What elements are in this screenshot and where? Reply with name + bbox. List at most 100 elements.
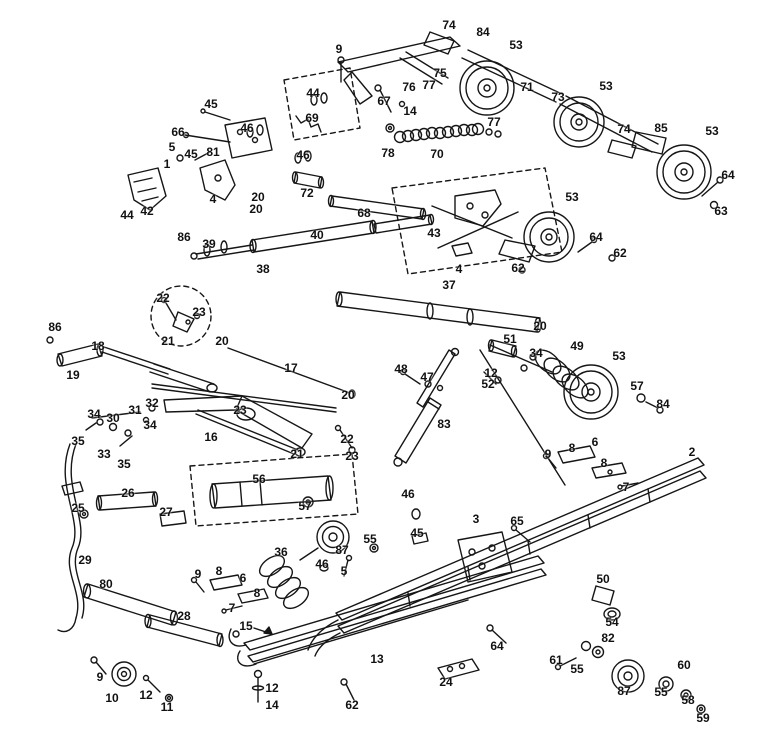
part-callout: 32 [145, 396, 159, 410]
part-callout: 9 [96, 670, 104, 684]
part-callout: 22 [340, 432, 354, 446]
part-callout: 55 [654, 685, 668, 699]
part-callout: 64 [589, 230, 603, 244]
part-callout: 42 [140, 204, 154, 218]
front-arm-16 [163, 395, 356, 457]
part-callout: 20 [215, 334, 229, 348]
part-callout: 46 [401, 487, 415, 501]
part-callout: 38 [256, 262, 270, 276]
part-callout: 80 [99, 577, 113, 591]
part-callout: 86 [177, 230, 191, 244]
front-suspension-arm [337, 31, 461, 113]
part-callout: 60 [677, 658, 691, 672]
shock-absorber [393, 347, 460, 467]
idler-wheel [459, 60, 712, 420]
part-callout: 74 [442, 18, 456, 32]
part-callout: 69 [305, 111, 319, 125]
part-callout: 28 [177, 609, 191, 623]
part-callout: 50 [596, 572, 610, 586]
link-cluster [85, 404, 156, 447]
part-callout: 47 [420, 370, 434, 384]
part-callout: 53 [705, 124, 719, 138]
part-callout: 14 [265, 698, 279, 712]
part-callout: 54 [605, 615, 619, 629]
part-callout: 12 [139, 688, 153, 702]
part-callout: 70 [430, 147, 444, 161]
slide-rails [228, 457, 707, 667]
side-strap [57, 443, 85, 633]
bottom-left-hardware [90, 656, 355, 703]
part-callout: 62 [345, 698, 359, 712]
part-callout: 8 [600, 456, 608, 470]
part-callout: 64 [721, 168, 735, 182]
part-callout: 65 [510, 514, 524, 528]
part-callout: 3 [472, 512, 480, 526]
part-callout: 21 [290, 447, 304, 461]
part-callout: 84 [656, 397, 670, 411]
part-callout: 16 [204, 430, 218, 444]
part-callout: 64 [490, 639, 504, 653]
part-callout: 86 [48, 320, 62, 334]
part-callout: 9 [544, 447, 552, 461]
spring-row [385, 122, 502, 144]
part-callout: 58 [681, 693, 695, 707]
part-callout: 36 [274, 545, 288, 559]
part-callout: 73 [551, 90, 565, 104]
pivot-shafts [190, 171, 542, 333]
part-callout: 81 [206, 145, 220, 159]
part-callout: 78 [381, 146, 395, 160]
part-callout: 67 [377, 94, 391, 108]
part-callout: 27 [159, 505, 173, 519]
left-tubes [61, 481, 187, 527]
part-callout: 72 [300, 186, 314, 200]
part-callout: 66 [171, 125, 185, 139]
part-callout: 34 [529, 346, 543, 360]
anchor-bracket [127, 167, 167, 211]
part-callout: 87 [617, 684, 631, 698]
part-callout: 62 [511, 261, 525, 275]
part-callout: 15 [239, 619, 253, 633]
part-callout: 46 [296, 148, 310, 162]
part-callout: 2 [688, 445, 696, 459]
part-callout: 39 [202, 237, 216, 251]
part-callout: 14 [403, 104, 417, 118]
part-callout: 62 [613, 246, 627, 260]
part-callout: 55 [570, 662, 584, 676]
part-callout: 29 [78, 553, 92, 567]
part-callout: 19 [66, 368, 80, 382]
part-callout: 45 [410, 526, 424, 540]
bracket-channels-left [190, 574, 269, 614]
part-callout: 68 [357, 206, 371, 220]
part-callout: 23 [345, 449, 359, 463]
coil-spring-36 [258, 520, 379, 610]
part-callout: 22 [156, 291, 170, 305]
rear-arm-assembly [391, 167, 563, 275]
part-callout: 20 [341, 388, 355, 402]
part-callout: 35 [71, 434, 85, 448]
part-callout: 8 [215, 564, 223, 578]
part-callout: 83 [437, 417, 451, 431]
part-callout: 37 [442, 278, 456, 292]
part-callout: 1 [163, 157, 171, 171]
bracket-channels-right [542, 445, 639, 490]
part-callout: 63 [714, 204, 728, 218]
rear-axle-shaft [461, 49, 667, 159]
part-callout: 5 [168, 140, 176, 154]
part-callout: 20 [249, 202, 263, 216]
part-callout: 6 [591, 435, 599, 449]
part-callout: 17 [284, 361, 298, 375]
part-callout: 34 [87, 407, 101, 421]
part-callout: 53 [612, 349, 626, 363]
part-callout: 53 [565, 190, 579, 204]
part-callout: 13 [370, 652, 384, 666]
part-callout: 12 [265, 681, 279, 695]
part-callout: 20 [533, 319, 547, 333]
part-callout: 77 [487, 115, 501, 129]
part-callout: 49 [570, 339, 584, 353]
part-callout: 34 [143, 418, 157, 432]
part-callout: 75 [433, 66, 447, 80]
part-callout: 8 [568, 441, 576, 455]
part-callout: 9 [335, 42, 343, 56]
